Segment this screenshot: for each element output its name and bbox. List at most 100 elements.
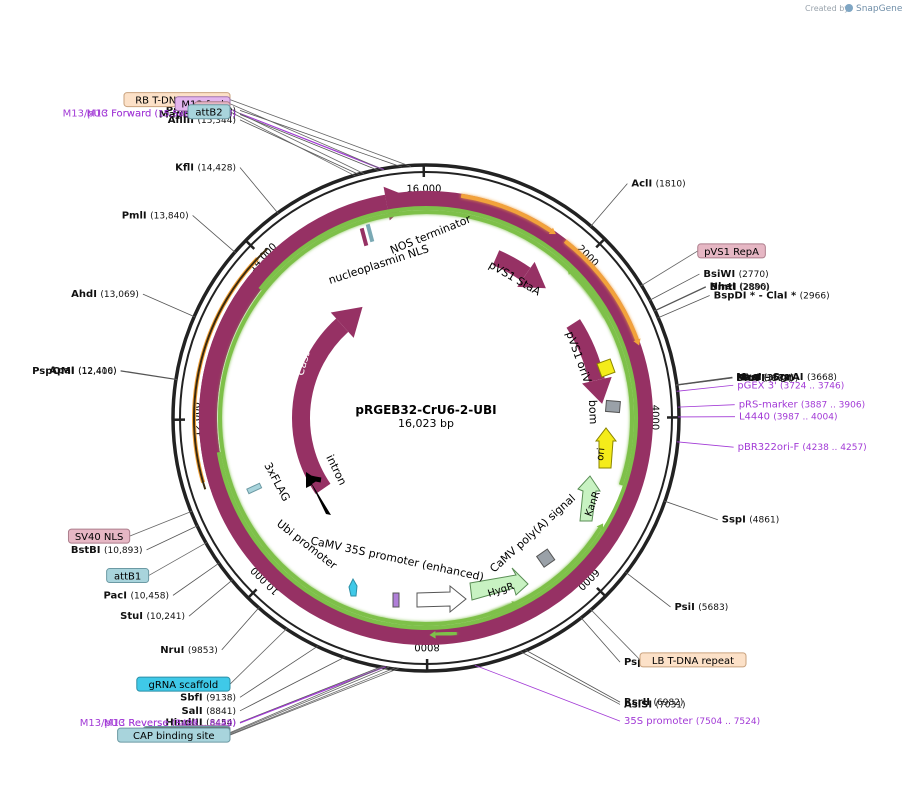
primer-name: pGEX 3': [737, 380, 780, 391]
pvs1-oriv-marker: [596, 358, 616, 378]
enzyme-name: PmlI: [122, 210, 150, 221]
enzyme-name: KasI: [736, 373, 764, 384]
cas9-inner-arc: [292, 318, 349, 494]
enzyme-label-bstbi: BstBI (10,893): [71, 545, 143, 556]
enzyme-name: PluTI: [736, 373, 768, 384]
feature-label-pvs1-repa: pVS1 RepA: [704, 247, 759, 258]
enzyme-name: BsiWI: [703, 269, 738, 280]
primer-leader-pbr322ori-f: [676, 441, 734, 448]
enzyme-leader-pspxi: [580, 616, 621, 663]
primer-name: pRS-marker: [739, 400, 801, 411]
enzyme-name: AhdI: [71, 289, 100, 300]
feature-box-cap-binding-site: [117, 727, 231, 743]
enzyme-leader-stui: [188, 579, 233, 617]
enzyme-label-nrui: NruI (9853): [160, 645, 218, 656]
feature-label-grna-scaffold: gRNA scaffold: [149, 680, 219, 691]
primer-leader-pgex-3: [676, 384, 734, 392]
enzyme-name: BstBI: [71, 545, 104, 556]
leader-line-layer: [120, 99, 735, 736]
site-label-layer: AclI (1810)BsiWI (2770)NheI (2886)BmtI (…: [32, 92, 867, 743]
enzyme-label-kfli: KflI (14,428): [175, 162, 236, 173]
enzyme-name: PacI: [104, 590, 131, 601]
enzyme-label-psii: PsiI (5683): [675, 602, 729, 613]
enzyme-leader-nhei: [653, 286, 706, 312]
primer-position: (8407 .. 8429): [172, 719, 236, 729]
enzyme-name: AsiSI: [624, 699, 656, 710]
enzyme-label-nari: NarI (3672): [736, 373, 793, 384]
feature-box-attb2: [187, 104, 231, 120]
grna-scaffold-marker: [348, 577, 358, 597]
enzyme-label-bmti: BmtI (2890): [710, 282, 770, 293]
enzyme-position: (9853): [188, 646, 218, 656]
orange-track-right: [563, 239, 639, 341]
green-track-bottom: [489, 602, 514, 616]
enzyme-leader-bmti: [654, 286, 707, 312]
primer-label-m13-puc-reverse: M13/pUC Reverse (8407 .. 8429): [80, 718, 236, 729]
cas9-inner-arc-head: [330, 306, 363, 338]
cas9-outer-arc-body: [199, 194, 389, 497]
primer-label-35s-promoter: 35S promoter (7504 .. 7524): [624, 716, 760, 727]
enzyme-position: (7031): [656, 700, 686, 710]
enzyme-name: KflI: [175, 162, 197, 173]
enzyme-leader-sspi: [663, 500, 718, 521]
enzyme-label-sspi: SspI (4861): [722, 515, 779, 526]
tick-mark: [247, 588, 258, 599]
enzyme-position: (2890): [740, 283, 770, 293]
lac-operator-marker: [392, 592, 400, 608]
enzyme-name: MauBI: [159, 110, 198, 121]
enzyme-position: (9138): [206, 693, 236, 703]
enzyme-leader-apai: [120, 370, 178, 380]
enzyme-label-sali: SalI (8841): [181, 706, 236, 717]
feature-leader-attb2: [229, 111, 356, 177]
enzyme-position: (10,893): [104, 546, 143, 556]
enzyme-label-nhei: NheI (2886): [710, 282, 769, 293]
feature-leader-lac-promoter: [229, 667, 395, 735]
enzyme-leader-bspdi-clai: [657, 295, 710, 319]
enzyme-name: StuI: [120, 611, 146, 622]
camv-35s-promoter-arrow: [416, 584, 467, 614]
enzyme-label-kasi: KasI (3671): [736, 373, 794, 384]
enzyme-name: SfoI: [736, 373, 762, 384]
orange-track-left-core: [193, 248, 268, 490]
intron-arc: [310, 475, 322, 483]
feature-label-attb2: attB2: [195, 108, 222, 119]
primer-position: (7504 .. 7524): [696, 717, 760, 727]
feature-leader-lb-t-dna-repeat: [590, 608, 641, 661]
green-track-bottom-2: [435, 630, 457, 637]
feature-leader-m13-rev: [229, 666, 385, 733]
primer-position: (4238 .. 4257): [802, 443, 866, 453]
enzyme-name: AflIII: [168, 115, 198, 126]
feature-box-pvs1-repa: [697, 243, 766, 259]
tick-label: 12,000: [192, 402, 203, 437]
green-track-left: [216, 206, 638, 630]
pvs1-staa-arc-head: [517, 261, 546, 289]
tick-label: 8000: [414, 641, 440, 652]
enzyme-label-ahdi: AhdI (13,069): [71, 289, 139, 300]
primer-name: L4440: [739, 412, 773, 423]
primer-name: M13/pUC Reverse: [80, 718, 172, 729]
enzyme-label-hindiii: HindIII (8454): [165, 717, 236, 728]
snapgene-logo-icon: [845, 4, 853, 12]
feature-leader-cap-binding-site: [229, 668, 399, 736]
orange-track-top: [460, 193, 552, 233]
ori-arrow: [594, 427, 618, 469]
enzyme-leader-sbfi: [239, 645, 319, 698]
enzyme-label-apai: ApaI (12,410): [49, 366, 116, 377]
enzyme-label-acli: AclI (1810): [631, 179, 685, 190]
primer-leader-35s-promoter: [474, 664, 621, 722]
enzyme-name: SspI: [722, 515, 750, 526]
enzyme-position: (3673): [762, 374, 792, 384]
enzyme-name: BmtI: [710, 282, 740, 293]
primer-position: (3987 .. 4004): [773, 413, 837, 423]
enzyme-leader-maubi: [239, 114, 379, 171]
plasmid-size: 16,023 bp: [398, 417, 454, 430]
enzyme-name: NarI: [736, 373, 763, 384]
nos-terminator-marker: [359, 227, 369, 247]
feature-leader-grna-scaffold: [229, 627, 288, 685]
enzyme-position: (14,428): [197, 163, 236, 173]
tick-mark: [244, 239, 256, 250]
kanr-arrow: [577, 475, 601, 522]
enzyme-name: SbfI: [180, 692, 206, 703]
enzyme-name: NruI: [160, 645, 188, 656]
